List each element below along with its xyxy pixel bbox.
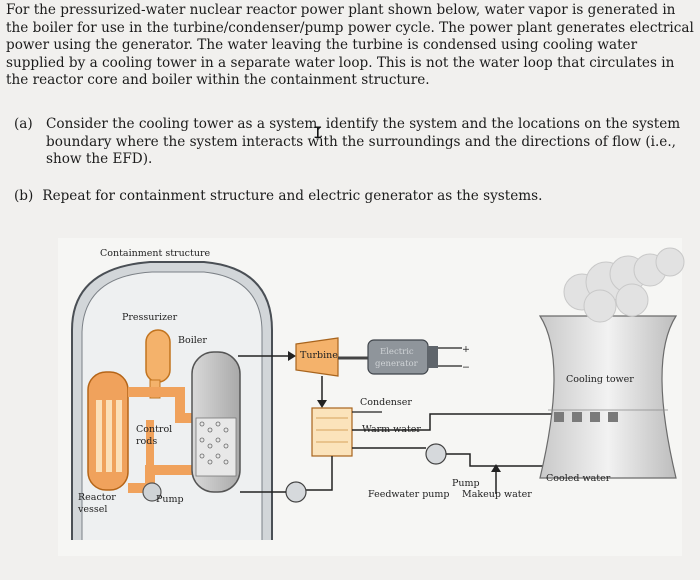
label-reactor-2: vessel	[77, 504, 107, 515]
feedwater-pump	[286, 482, 306, 502]
label-cooling-tower: Cooling tower	[566, 374, 634, 385]
label-feedwater-pump: Feedwater pump	[368, 489, 449, 500]
label-control-1: Control	[136, 424, 172, 435]
label-reactor-1: Reactor	[78, 492, 116, 503]
label-minus: −	[462, 362, 470, 373]
label-control-2: rods	[136, 436, 157, 447]
cooling-tower	[540, 316, 676, 478]
label-generator-1: Electric	[380, 347, 414, 357]
label-pump: Pump	[452, 478, 480, 489]
label-containment: Containment structure	[100, 248, 210, 259]
label-warm-water: Warm water	[362, 424, 421, 435]
boiler	[192, 352, 240, 492]
label-pressurizer: Pressurizer	[122, 312, 178, 323]
condenser	[312, 408, 352, 456]
cooling-pump	[426, 444, 446, 464]
label-boiler: Boiler	[178, 335, 207, 346]
label-plus: +	[462, 344, 470, 355]
label-pump-reactor: Pump	[156, 494, 184, 505]
reactor-vessel	[88, 372, 128, 490]
label-makeup: Makeup water	[462, 489, 532, 500]
label-turbine: Turbine	[300, 350, 338, 361]
label-cooled-water: Cooled water	[546, 473, 611, 484]
label-generator-2: generator	[375, 359, 419, 369]
label-condenser: Condenser	[360, 397, 412, 408]
